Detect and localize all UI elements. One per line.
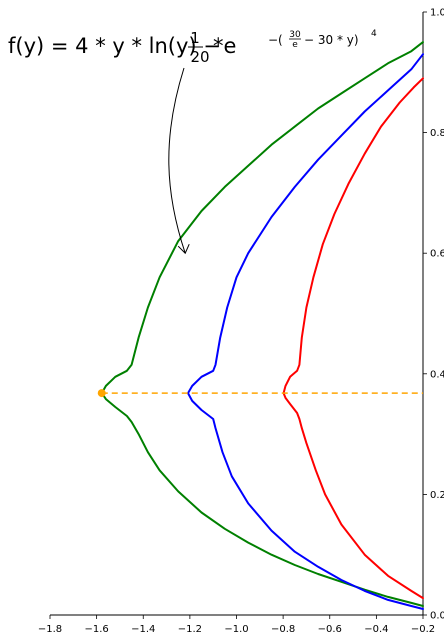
y-tick-label: 0.0 — [430, 611, 444, 622]
y-tick-label: 0.4 — [430, 369, 444, 380]
formula-sup-pow: 4 — [371, 29, 377, 39]
x-tick-label: −0.2 — [411, 624, 435, 635]
x-tick-label: −1.4 — [131, 624, 155, 635]
y-tick-label: 0.6 — [430, 249, 444, 260]
series-line-3 — [282, 77, 424, 600]
y-tick-label: 0.8 — [430, 128, 444, 139]
axes — [50, 12, 424, 616]
x-axis-ticks: −1.8 −1.6 −1.4 −1.2 −1.0 −0.8 −0.6 −0.4 −0.2 — [38, 615, 435, 635]
x-tick-label: −1.0 — [224, 624, 248, 635]
arrow-head — [177, 243, 190, 255]
series-line-2 — [187, 53, 424, 610]
y-tick-label: 0.2 — [430, 490, 444, 501]
x-tick-label: −0.8 — [271, 624, 295, 635]
arrow-curve — [168, 67, 186, 254]
reference-line-group — [97, 389, 423, 398]
formula-lhs: f(y) = 4 * y * ln(y) − — [8, 34, 221, 58]
formula-mid: *e — [213, 34, 236, 58]
x-tick-label: −1.8 — [38, 624, 62, 635]
annotation-arrow — [168, 67, 190, 255]
y-tick-label: 1.0 — [430, 8, 444, 19]
formula-sup-tail: − 30 * y) — [304, 33, 359, 47]
formula-sup-lead: −( — [268, 33, 283, 47]
formula-annotation: f(y) = 4 * y * ln(y) − 1 20 *e −( 30 e −… — [8, 29, 377, 66]
x-tick-label: −1.2 — [178, 624, 202, 635]
formula-frac-den: 20 — [190, 48, 209, 66]
x-tick-label: −0.6 — [318, 624, 342, 635]
x-tick-label: −1.6 — [84, 624, 108, 635]
min-point-marker — [97, 389, 106, 398]
formula-sup-frac-num: 30 — [289, 30, 301, 40]
y-axis-ticks: 0.0 0.2 0.4 0.6 0.8 1.0 — [423, 8, 444, 622]
series-group — [100, 41, 424, 610]
x-tick-label: −0.4 — [364, 624, 388, 635]
formula-frac-num: 1 — [190, 29, 200, 47]
formula-sup-frac-den: e — [292, 40, 298, 50]
